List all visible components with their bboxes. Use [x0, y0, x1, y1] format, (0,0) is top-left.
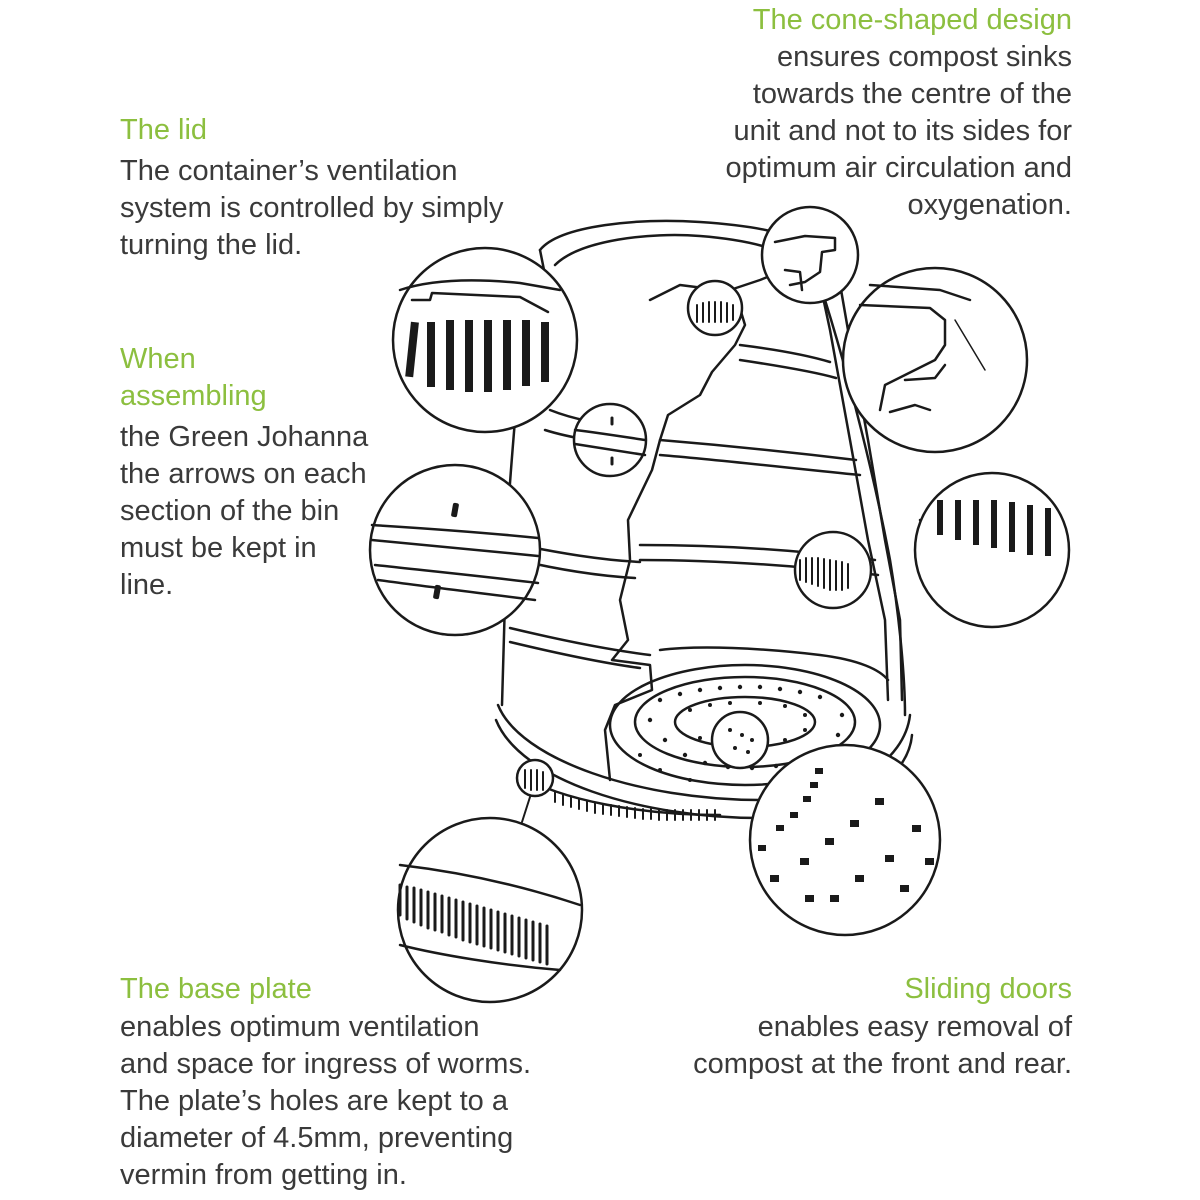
magnifier-base-holes [712, 712, 940, 935]
magnifier-alignment-arrows [370, 465, 540, 635]
magnifier-lid-vents [393, 248, 577, 432]
magnifier-small-vents [688, 281, 742, 335]
magnifier-small-arrows [574, 404, 646, 476]
magnifier-wall-vents [795, 473, 1069, 627]
magnifier-cone-profile [762, 207, 1027, 452]
